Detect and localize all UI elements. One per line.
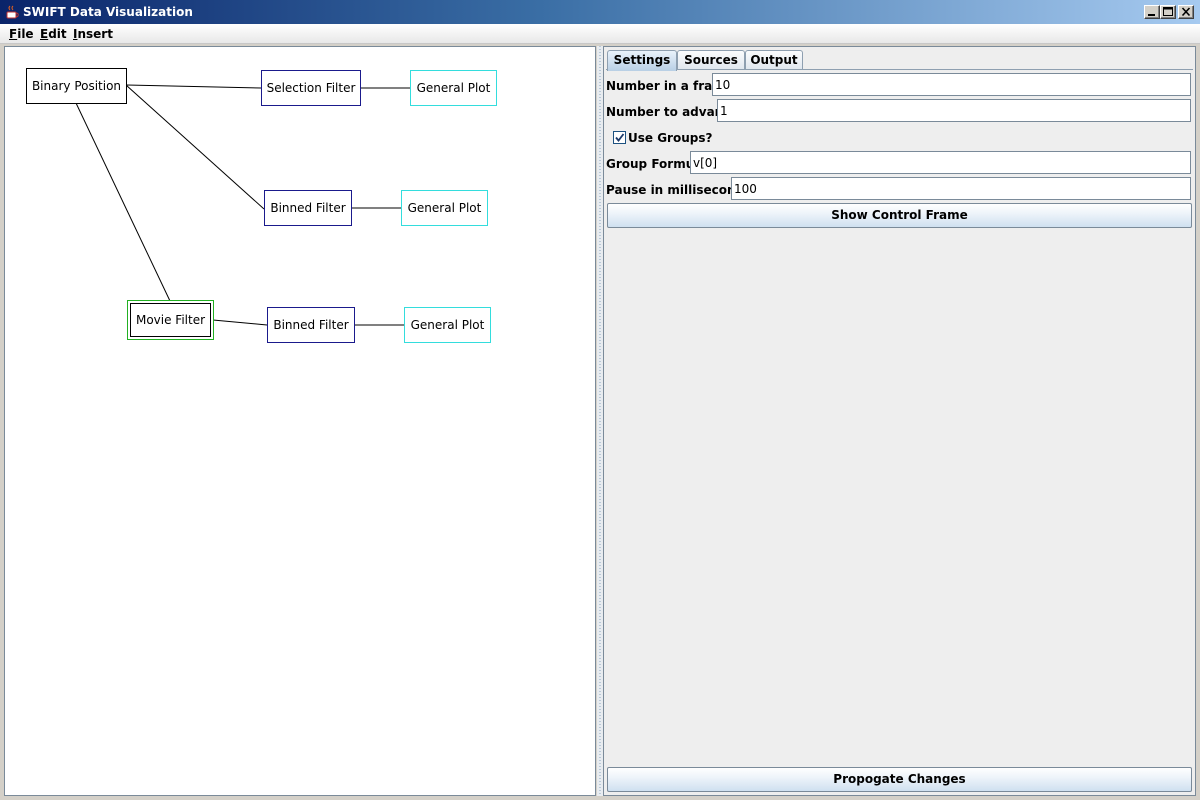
menu-edit[interactable]: Edit — [40, 27, 67, 41]
node-general-plot-2[interactable]: General Plot — [401, 190, 488, 226]
propagate-changes-button[interactable]: Propogate Changes — [607, 767, 1192, 792]
java-app-icon[interactable] — [4, 4, 20, 20]
node-binary-position[interactable]: Binary Position — [26, 68, 127, 104]
tab-output[interactable]: Output — [745, 50, 803, 70]
menu-file[interactable]: File — [9, 27, 34, 41]
split-pane-divider[interactable] — [597, 46, 603, 796]
title-bar[interactable]: SWIFT Data Visualization — [0, 0, 1200, 24]
menu-bar: File Edit Insert — [0, 24, 1200, 44]
link-binary-to-movie — [75, 102, 171, 302]
checkmark-icon — [615, 133, 625, 142]
group-formula-label: Group Formula — [606, 157, 707, 171]
node-binned-filter-2[interactable]: Binned Filter — [267, 307, 355, 343]
tab-divider — [606, 69, 1193, 70]
close-button[interactable] — [1178, 5, 1194, 19]
use-groups-label: Use Groups? — [628, 131, 713, 145]
link-movie-to-binned2 — [212, 319, 268, 326]
minimize-icon — [1148, 14, 1155, 16]
maximize-button[interactable] — [1160, 5, 1176, 19]
group-formula-input[interactable] — [690, 151, 1191, 174]
minimize-button[interactable] — [1144, 5, 1160, 19]
node-binned-filter-1[interactable]: Binned Filter — [264, 190, 352, 226]
graph-canvas[interactable]: Binary Position Selection Filter General… — [4, 46, 596, 796]
link-binary-to-selection — [125, 84, 262, 89]
properties-panel: Settings Sources Output Number in a fram… — [603, 46, 1196, 796]
node-general-plot-3[interactable]: General Plot — [404, 307, 491, 343]
node-selection-filter[interactable]: Selection Filter — [261, 70, 361, 106]
pause-label: Pause in milliseconds — [606, 183, 752, 197]
link-binary-to-binned1 — [125, 84, 265, 210]
advance-input[interactable] — [717, 99, 1191, 122]
tab-settings[interactable]: Settings — [607, 50, 677, 71]
show-control-frame-button[interactable]: Show Control Frame — [607, 203, 1192, 228]
menu-insert[interactable]: Insert — [73, 27, 113, 41]
maximize-icon — [1163, 7, 1173, 16]
node-movie-filter[interactable]: Movie Filter — [127, 300, 214, 340]
node-general-plot-1[interactable]: General Plot — [410, 70, 497, 106]
pause-input[interactable] — [731, 177, 1191, 200]
window-title: SWIFT Data Visualization — [23, 5, 193, 19]
use-groups-checkbox[interactable] — [613, 131, 626, 144]
tab-sources[interactable]: Sources — [677, 50, 745, 70]
frame-count-label: Number in a frame — [606, 79, 733, 93]
graph-connections — [75, 84, 410, 326]
frame-count-input[interactable] — [712, 73, 1191, 96]
close-icon — [1181, 7, 1191, 17]
advance-label: Number to advance — [606, 105, 739, 119]
